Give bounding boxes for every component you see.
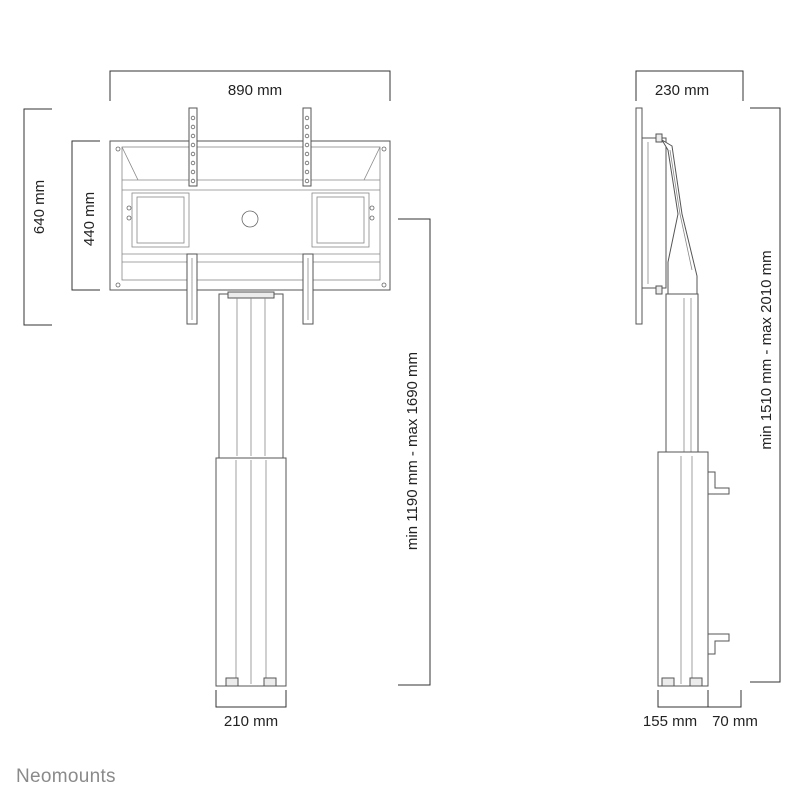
depth-label: 230 mm xyxy=(655,82,709,99)
upper-column xyxy=(218,291,284,459)
vesa-rail-left xyxy=(186,107,198,325)
width-label: 890 mm xyxy=(228,82,282,99)
column-width-label: 210 mm xyxy=(224,713,278,730)
base-depth-label: 155 mm xyxy=(643,713,697,730)
side-view: 230 mm min 1510 mm - max 2010 mm 155 mm … xyxy=(635,70,781,730)
dimension-depth: 230 mm xyxy=(635,70,744,101)
front-view: 890 mm 640 mm 440 mm min 1190 mm - max 1… xyxy=(23,70,431,730)
lower-column xyxy=(215,457,287,687)
side-upper-column xyxy=(665,293,699,455)
brand-logo: Neomounts xyxy=(16,766,116,787)
mounting-frame xyxy=(109,140,391,291)
side-display-plate xyxy=(635,107,667,325)
vesa-rail-right xyxy=(302,107,314,325)
offset-label: 70 mm xyxy=(712,713,758,730)
dimension-interface-height: 440 mm xyxy=(71,140,100,291)
interface-height-label: 440 mm xyxy=(81,192,98,246)
dimension-front-height-range: min 1190 mm - max 1690 mm xyxy=(398,218,431,686)
side-height-range-label: min 1510 mm - max 2010 mm xyxy=(758,250,775,449)
dimension-side-height-range: min 1510 mm - max 2010 mm xyxy=(750,107,781,683)
side-lower-column xyxy=(657,451,730,687)
dimension-width: 890 mm xyxy=(109,70,391,101)
front-height-range-label: min 1190 mm - max 1690 mm xyxy=(404,352,421,550)
overall-height-label: 640 mm xyxy=(31,180,48,234)
dimension-base-depth: 155 mm 70 mm xyxy=(643,690,758,730)
dimension-overall-height: 640 mm xyxy=(23,108,52,326)
dimension-column-width: 210 mm xyxy=(215,690,287,730)
side-bracket-arm xyxy=(661,139,698,297)
